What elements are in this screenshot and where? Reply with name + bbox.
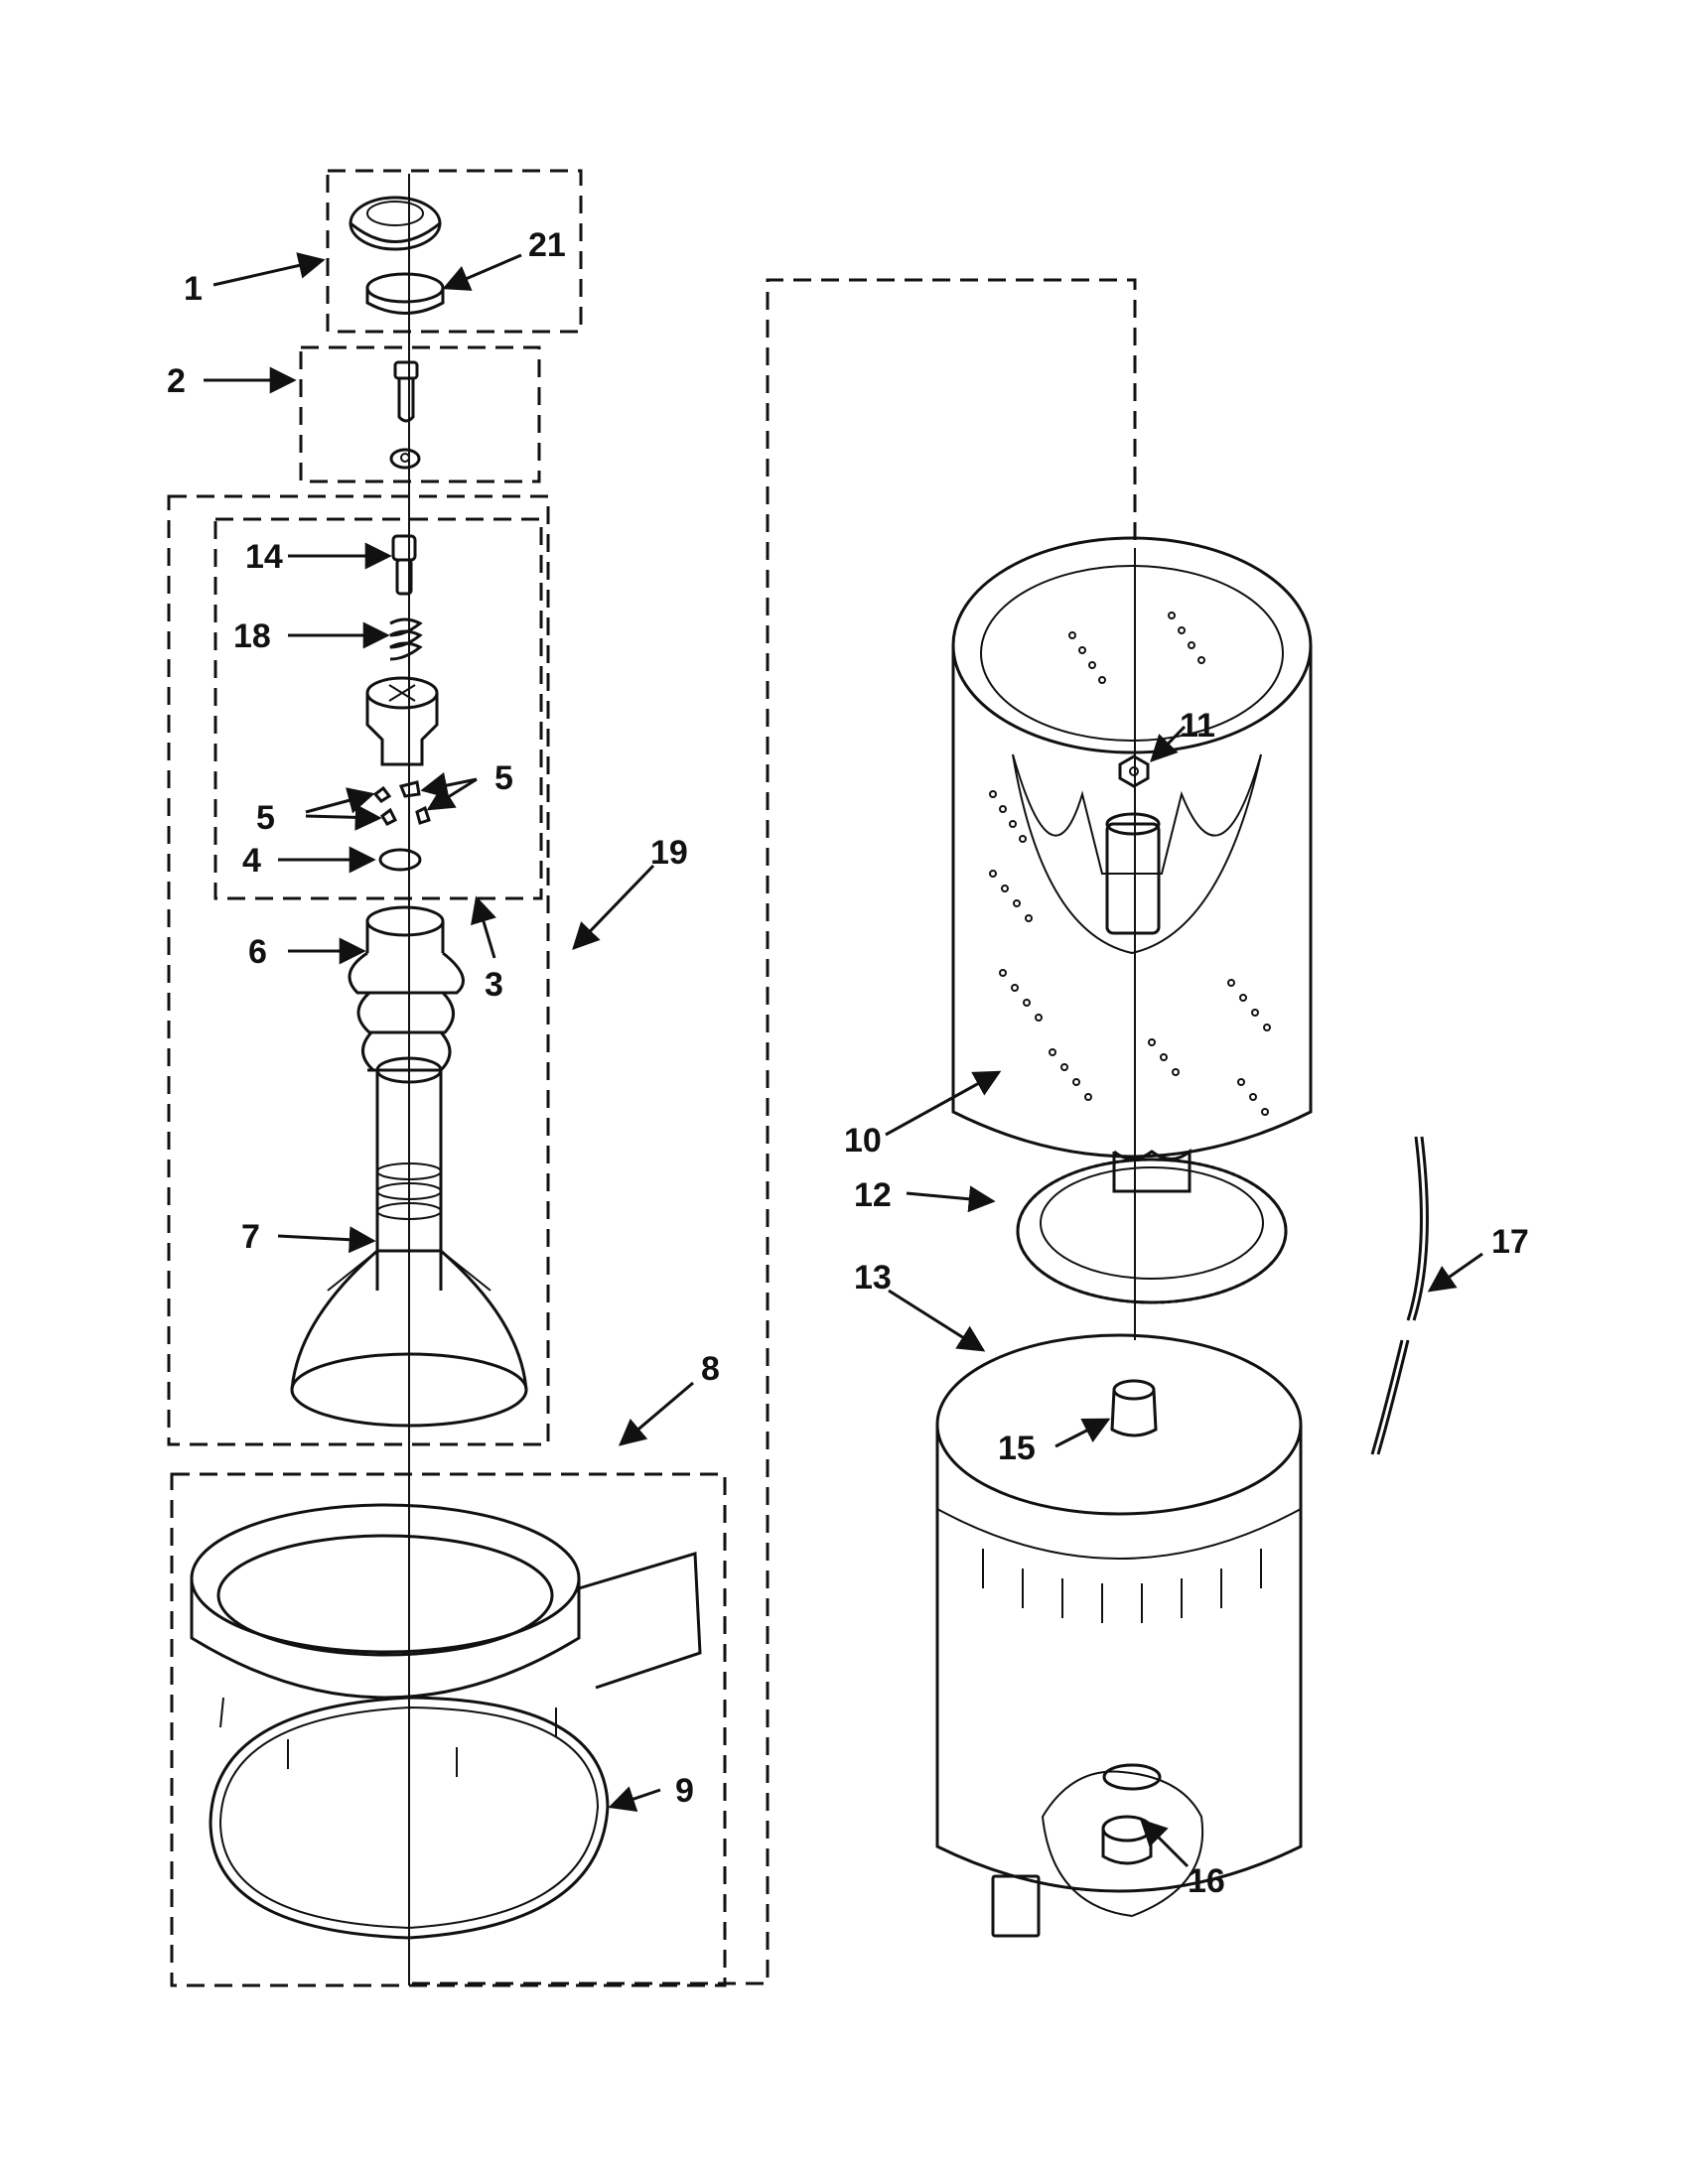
part-10-basket bbox=[951, 536, 1313, 1159]
callout-1: 1 bbox=[184, 270, 203, 308]
center-axes bbox=[408, 174, 1136, 1985]
part-5-dogs bbox=[372, 780, 431, 826]
leader-arrows bbox=[204, 252, 1483, 1868]
part-agitator-cam bbox=[365, 676, 439, 766]
callout-3: 3 bbox=[485, 966, 503, 1004]
callout-4: 4 bbox=[242, 842, 261, 880]
box-item-19 bbox=[167, 494, 550, 1446]
part-1-cap bbox=[349, 196, 442, 251]
part-18-spring bbox=[389, 617, 423, 661]
callout-11: 11 bbox=[1180, 707, 1215, 745]
callout-10: 10 bbox=[844, 1122, 882, 1160]
callout-17: 17 bbox=[1491, 1223, 1529, 1261]
callouts: 1 21 2 14 18 5 5 4 19 6 3 7 8 9 11 10 12… bbox=[167, 226, 1529, 1900]
part-12-drive-ring bbox=[1016, 1148, 1288, 1304]
callout-16: 16 bbox=[1188, 1862, 1225, 1900]
callout-15: 15 bbox=[998, 1430, 1036, 1467]
box-item-8 bbox=[170, 1472, 727, 1987]
connector-line bbox=[412, 278, 1137, 1985]
part-6-auger bbox=[348, 905, 465, 1072]
callout-7: 7 bbox=[241, 1218, 260, 1256]
part-17-hose bbox=[1370, 1136, 1429, 1455]
callout-8: 8 bbox=[701, 1350, 720, 1388]
callout-19: 19 bbox=[650, 834, 688, 872]
part-15-fitting bbox=[1110, 1379, 1158, 1437]
callout-2: 2 bbox=[167, 362, 186, 400]
part-7-hub bbox=[290, 1056, 528, 1428]
box-item-3 bbox=[213, 517, 543, 900]
callout-18: 18 bbox=[233, 617, 271, 655]
part-13-tub bbox=[935, 1333, 1303, 1938]
callout-9: 9 bbox=[675, 1772, 694, 1810]
part-14-insert bbox=[391, 534, 417, 596]
part-21-ring bbox=[365, 272, 445, 315]
part-9-ring-seal bbox=[209, 1696, 610, 1940]
group-boxes bbox=[167, 169, 1137, 1987]
callout-5-right: 5 bbox=[494, 759, 513, 797]
callout-14: 14 bbox=[245, 538, 283, 576]
box-item-1 bbox=[326, 169, 583, 334]
callout-21: 21 bbox=[528, 226, 566, 264]
part-8-tub-ring bbox=[190, 1503, 702, 1777]
part-11-nut bbox=[1118, 754, 1150, 788]
basket-perforations bbox=[989, 612, 1271, 1116]
part-2-bolt bbox=[389, 360, 421, 470]
callout-5-left: 5 bbox=[256, 799, 275, 837]
callout-13: 13 bbox=[854, 1259, 892, 1297]
box-item-2 bbox=[299, 345, 541, 483]
callout-6: 6 bbox=[248, 933, 267, 971]
part-4-seal bbox=[378, 848, 422, 872]
callout-12: 12 bbox=[854, 1176, 892, 1214]
